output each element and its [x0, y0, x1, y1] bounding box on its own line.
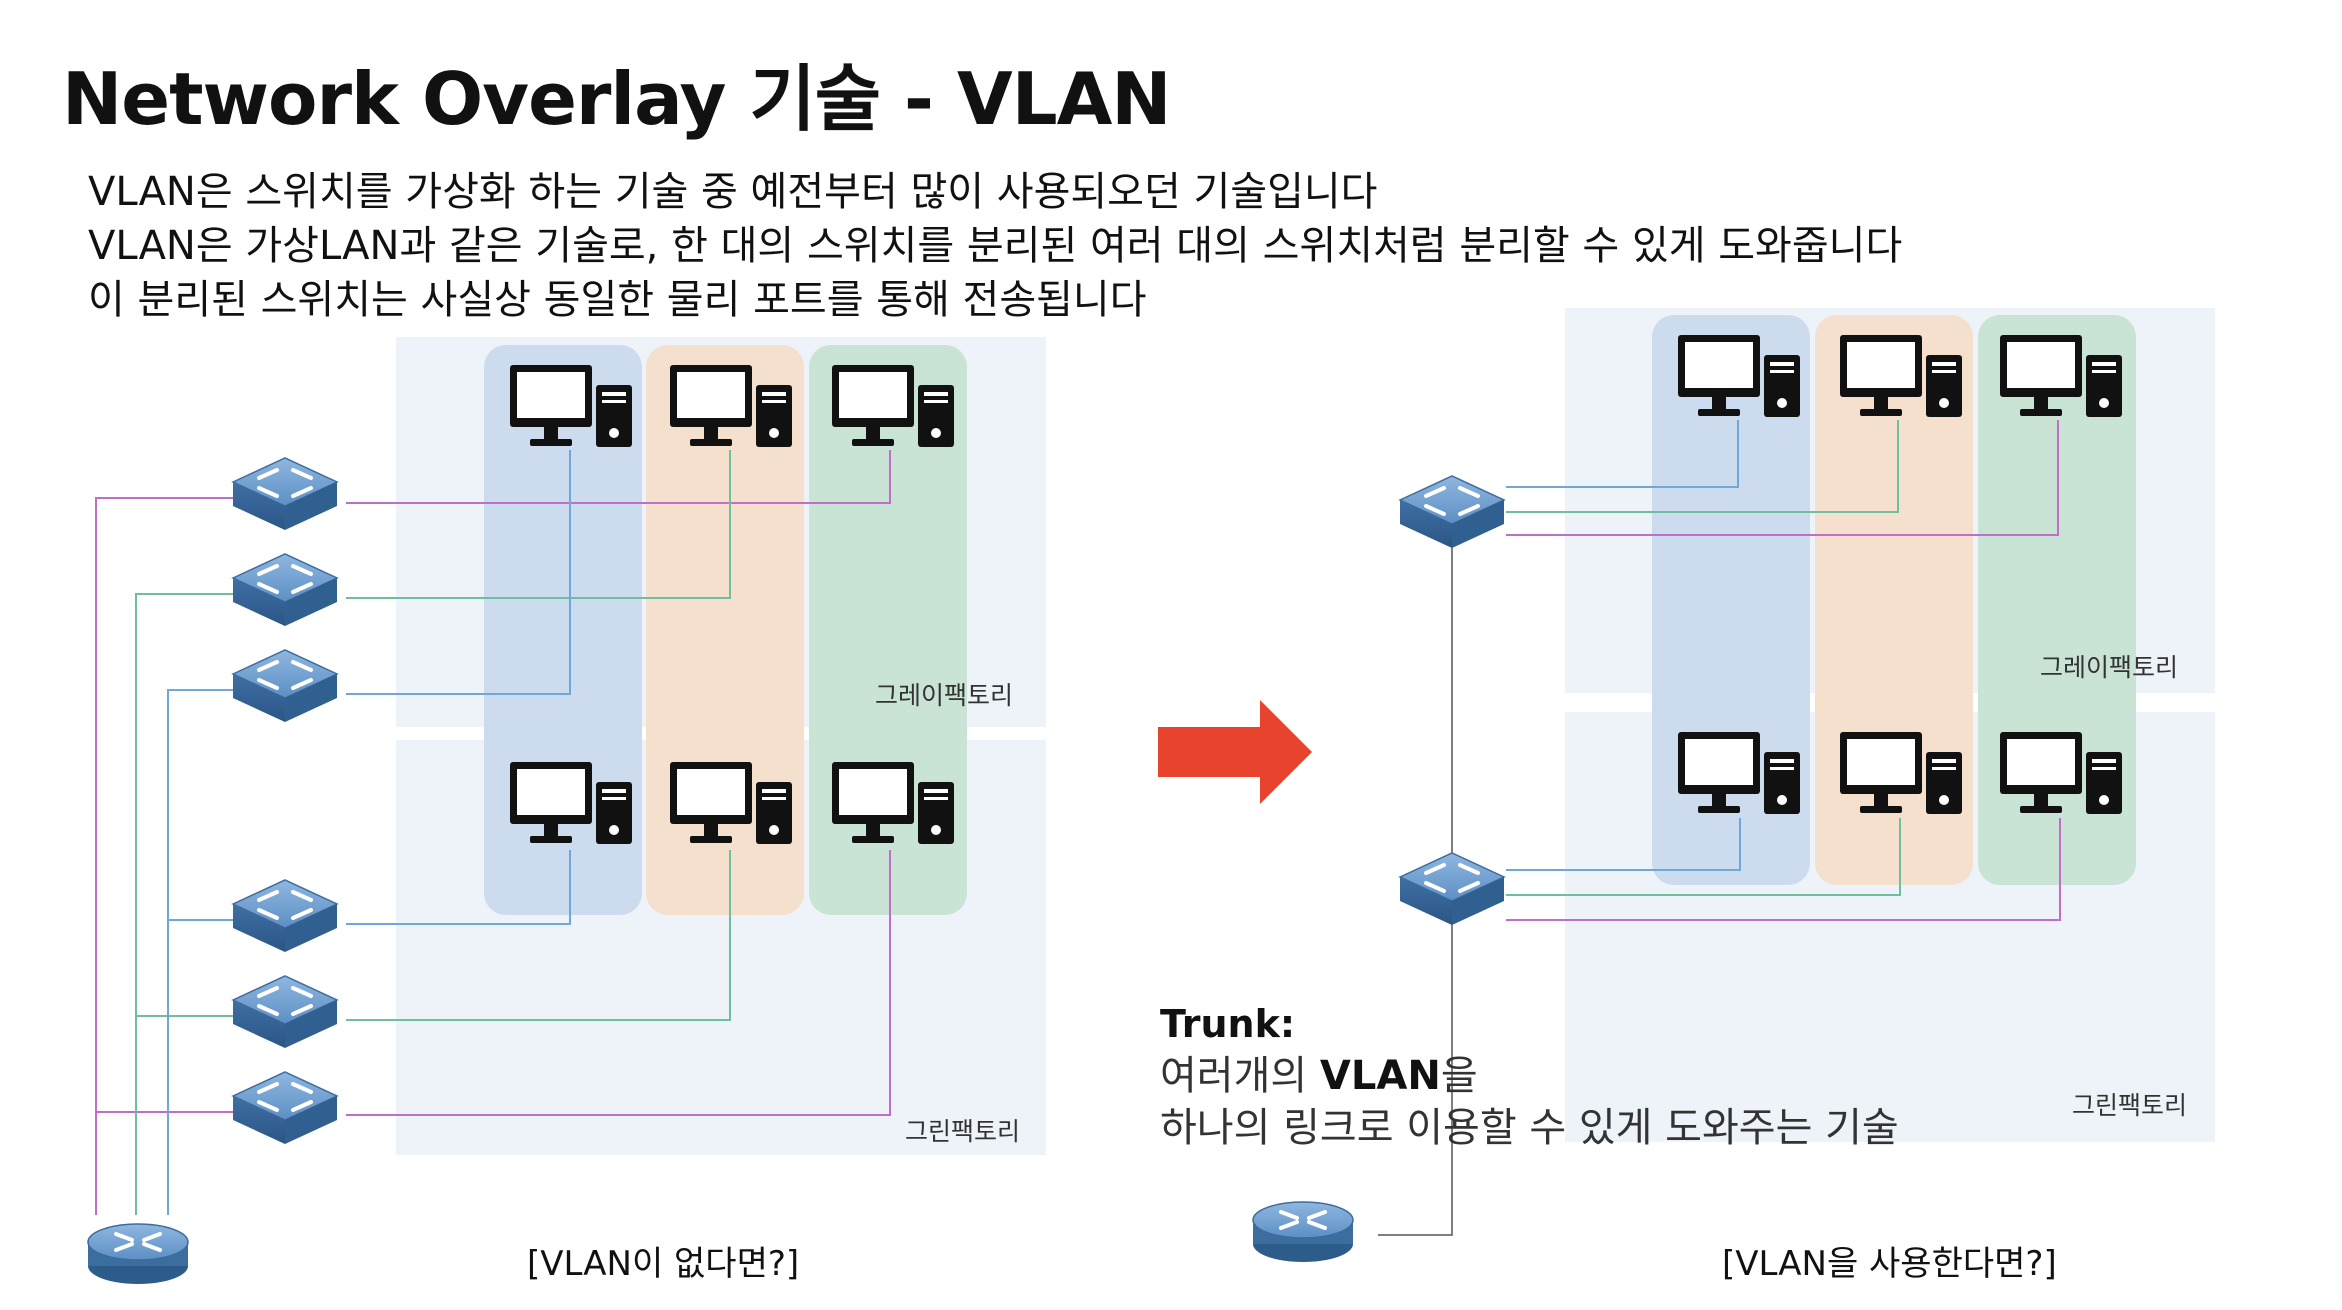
description: VLAN은 스위치를 가상화 하는 기술 중 예전부터 많이 사용되오던 기술입… [88, 165, 1902, 327]
trunk-line-1-prefix: 여러개의 [1160, 1053, 1320, 1099]
trunk-heading: Trunk: [1160, 1002, 1296, 1046]
right-caption: [VLAN을 사용한다면?] [1722, 1244, 2057, 1284]
router-icon [1251, 1200, 1355, 1264]
page-title: Network Overlay 기술 - VLAN [62, 57, 1172, 141]
switch-icon [1398, 474, 1506, 550]
left-caption: [VLAN이 없다면?] [527, 1244, 800, 1284]
switch-icon [231, 974, 339, 1050]
router-icon [86, 1222, 190, 1286]
switch-icon [231, 552, 339, 628]
description-line: VLAN은 스위치를 가상화 하는 기술 중 예전부터 많이 사용되오던 기술입… [88, 169, 1378, 215]
trunk-line-1: 여러개의 VLAN을 [1160, 1050, 1899, 1102]
factory-label-green: 그린팩토리 [2072, 1091, 2188, 1120]
factory-label-gray: 그레이팩토리 [875, 681, 1014, 710]
switch-icon [1398, 851, 1506, 927]
trunk-line-1-suffix: 을 [1440, 1053, 1478, 1099]
switch-icon [231, 1070, 339, 1146]
factory-label-gray: 그레이팩토리 [2040, 653, 2179, 682]
switch-icon [231, 648, 339, 724]
trunk-line-1-bold: VLAN [1319, 1053, 1441, 1099]
trunk-line-2: 하나의 링크로 이용할 수 있게 도와주는 기술 [1160, 1105, 1899, 1151]
switch-icon [231, 456, 339, 532]
trunk-note: Trunk: 여러개의 VLAN을 하나의 링크로 이용할 수 있게 도와주는 … [1160, 998, 1899, 1154]
factory-label-green: 그린팩토리 [905, 1117, 1021, 1146]
description-line: VLAN은 가상LAN과 같은 기술로, 한 대의 스위치를 분리된 여러 대의… [88, 223, 1903, 269]
description-line: 이 분리된 스위치는 사실상 동일한 물리 포트를 통해 전송됩니다 [88, 277, 1147, 323]
right-arrow-icon [1158, 700, 1312, 804]
switch-icon [231, 878, 339, 954]
